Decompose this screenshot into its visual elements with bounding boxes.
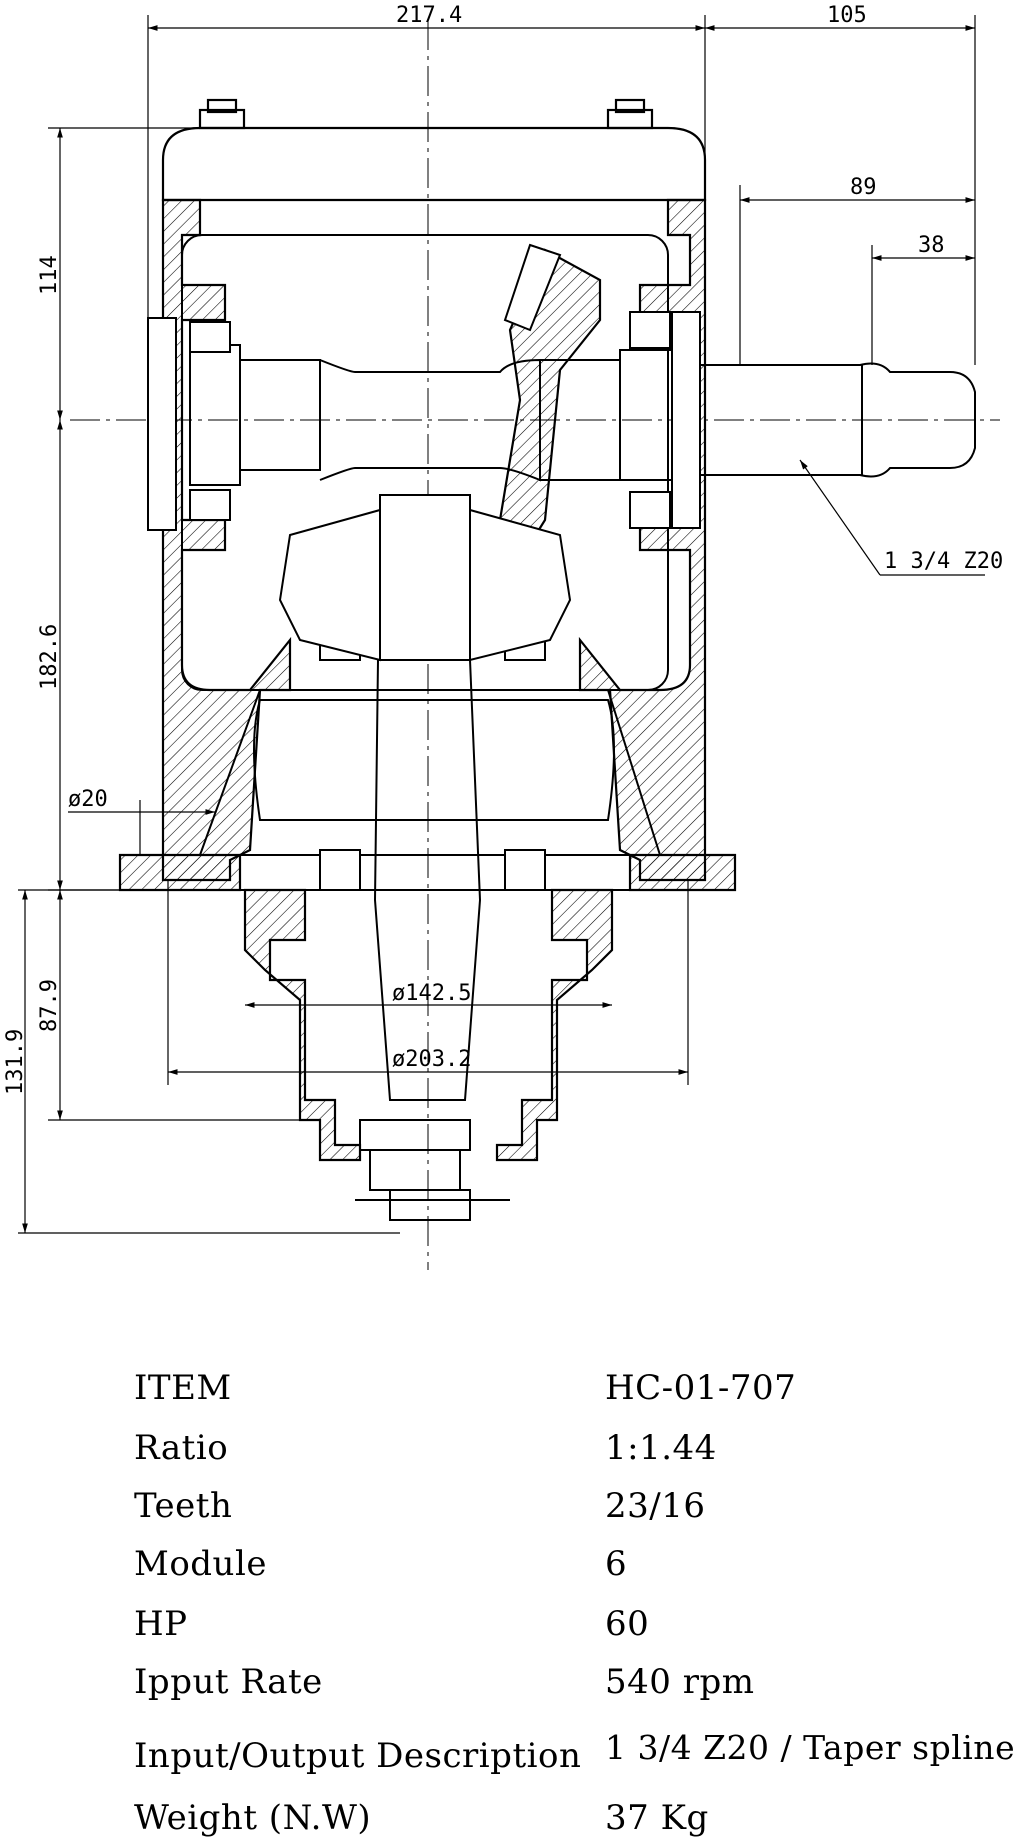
dim-spline-length: 89 xyxy=(850,175,877,200)
spec-row-ratio: Ratio 1:1.44 xyxy=(0,1420,1000,1476)
spec-label: ITEM xyxy=(134,1368,232,1408)
spec-label: Ipput Rate xyxy=(134,1662,323,1702)
spec-table: ITEM HC-01-707 Ratio 1:1.44 Teeth 23/16 … xyxy=(0,1330,1015,1838)
spec-row-item: ITEM HC-01-707 xyxy=(0,1360,1000,1416)
spec-row-hp: HP 60 xyxy=(0,1596,1000,1652)
dim-bolt-circle-outer: ø203.2 xyxy=(392,1047,471,1072)
spec-label: Weight (N.W) xyxy=(134,1798,372,1838)
spec-row-module: Module 6 xyxy=(0,1536,1000,1592)
spec-value: 1 3/4 Z20 / Taper spline xyxy=(605,1728,1015,1767)
dim-spline-end: 38 xyxy=(918,233,945,258)
spec-value: 37 Kg xyxy=(605,1798,709,1838)
spec-label: Teeth xyxy=(134,1486,233,1526)
spec-value: 540 rpm xyxy=(605,1662,755,1702)
dim-hole-dia: ø20 xyxy=(68,787,108,812)
spec-value: HC-01-707 xyxy=(605,1368,797,1408)
output-shaft xyxy=(355,659,510,1221)
gearbox-section-drawing: 217.4 105 89 38 114 182.6 ø20 87.9 131.9… xyxy=(3,3,1003,1270)
dim-bottom-height: 131.9 xyxy=(3,1029,28,1095)
dim-lower-height: 182.6 xyxy=(37,624,62,690)
spec-row-weight: Weight (N.W) 37 Kg xyxy=(0,1790,1000,1846)
spec-label: Input/Output Description xyxy=(134,1736,582,1776)
dim-overall-width: 217.4 xyxy=(396,3,462,28)
spec-value: 1:1.44 xyxy=(605,1428,717,1468)
spec-value: 6 xyxy=(605,1544,628,1584)
bevel-gears xyxy=(278,243,572,662)
spec-label: Ratio xyxy=(134,1428,229,1468)
spec-label: HP xyxy=(134,1604,188,1644)
spec-value: 60 xyxy=(605,1604,650,1644)
input-shaft xyxy=(189,344,976,486)
spec-label: Module xyxy=(134,1544,267,1584)
housing-outline xyxy=(120,234,735,891)
dim-flange-height: 87.9 xyxy=(37,979,62,1032)
spec-row-input-rate: Ipput Rate 540 rpm xyxy=(0,1654,1000,1710)
spec-row-io-description: Input/Output Description 1 3/4 Z20 / Tap… xyxy=(0,1720,1015,1776)
top-cover xyxy=(161,98,707,202)
spec-value: 23/16 xyxy=(605,1486,706,1526)
dim-spline-callout: 1 3/4 Z20 xyxy=(884,549,1003,574)
spec-row-teeth: Teeth 23/16 xyxy=(0,1478,1000,1534)
dim-upper-height: 114 xyxy=(37,255,62,295)
dim-bolt-circle-inner: ø142.5 xyxy=(392,981,471,1006)
dim-shaft-extension: 105 xyxy=(827,3,867,28)
dimension-lines xyxy=(18,15,985,1234)
